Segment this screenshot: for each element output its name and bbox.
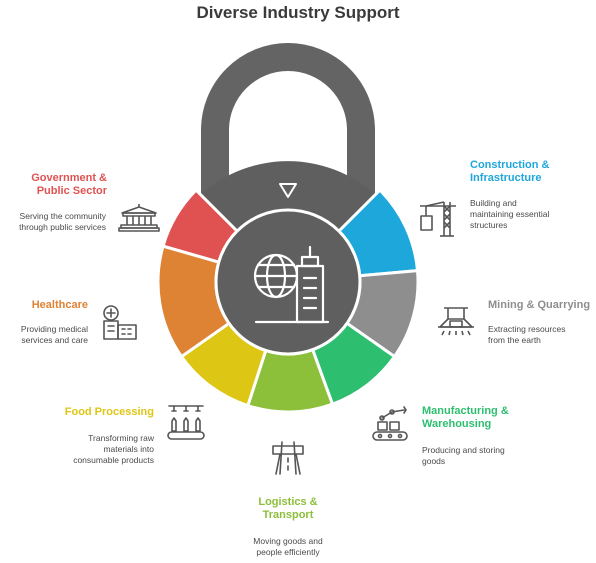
hospital-icon <box>103 305 137 340</box>
label-line: Manufacturing & <box>422 405 509 417</box>
desc-line: Building and <box>470 198 517 208</box>
lock-center-disc <box>214 208 362 356</box>
label-line: Construction & <box>470 159 550 171</box>
segment-label-manufacturing: Manufacturing & Warehousing <box>422 405 552 431</box>
conveyor-robot-arm-icon <box>372 406 408 441</box>
label-line: Healthcare <box>31 299 88 311</box>
desc-line: Moving goods and <box>253 536 323 546</box>
desc-line: consumable products <box>73 455 154 465</box>
bottling-line-icon <box>167 405 205 440</box>
segment-label-food: Food Processing <box>40 406 154 419</box>
label-line: Food Processing <box>64 406 154 418</box>
desc-line: through public services <box>19 222 106 232</box>
segment-label-government: Government & Public Sector <box>5 172 107 198</box>
segment-label-logistics: Logistics & Transport <box>228 496 348 522</box>
desc-line: goods <box>422 456 446 466</box>
segment-desc-construction: Building and maintaining essential struc… <box>470 198 590 231</box>
label-line: Logistics & <box>258 496 318 508</box>
label-line: Public Sector <box>36 185 107 197</box>
crane-icon <box>420 201 456 237</box>
government-building-icon <box>118 204 160 232</box>
label-line: Infrastructure <box>470 172 542 184</box>
desc-line: structures <box>470 220 508 230</box>
diagram-title: Diverse Industry Support <box>196 3 400 22</box>
segment-desc-healthcare: Providing medical services and care <box>0 324 88 346</box>
keyhole-triangle-icon <box>279 183 297 198</box>
desc-line: services and care <box>21 335 88 345</box>
segment-desc-food: Transforming raw materials into consumab… <box>40 433 154 466</box>
segment-desc-logistics: Moving goods and people efficiently <box>228 536 348 558</box>
globe-city-icon <box>253 245 330 324</box>
segment-label-construction: Construction & Infrastructure <box>470 159 590 185</box>
segment-desc-mining: Extracting resources from the earth <box>488 324 594 346</box>
desc-line: Producing and storing <box>422 445 505 455</box>
segment-desc-manufacturing: Producing and storing goods <box>422 445 552 467</box>
desc-line: maintaining essential <box>470 209 550 219</box>
segment-desc-government: Serving the community through public ser… <box>0 211 106 233</box>
desc-line: materials into <box>103 444 154 454</box>
segment-label-healthcare: Healthcare <box>10 299 88 312</box>
label-line: Warehousing <box>422 418 492 430</box>
desc-line: Transforming raw <box>88 433 154 443</box>
mining-rig-icon <box>438 307 474 336</box>
label-line: Mining & Quarrying <box>488 299 591 311</box>
desc-line: people efficiently <box>256 547 320 557</box>
label-line: Transport <box>262 509 314 521</box>
road-icon <box>272 441 304 475</box>
label-line: Government & <box>31 172 107 184</box>
desc-line: Serving the community <box>19 211 106 221</box>
desc-line: Providing medical <box>20 324 88 334</box>
lock-shackle <box>201 43 375 200</box>
desc-line: from the earth <box>488 335 541 345</box>
segment-label-mining: Mining & Quarrying <box>488 299 594 312</box>
desc-line: Extracting resources <box>488 324 566 334</box>
